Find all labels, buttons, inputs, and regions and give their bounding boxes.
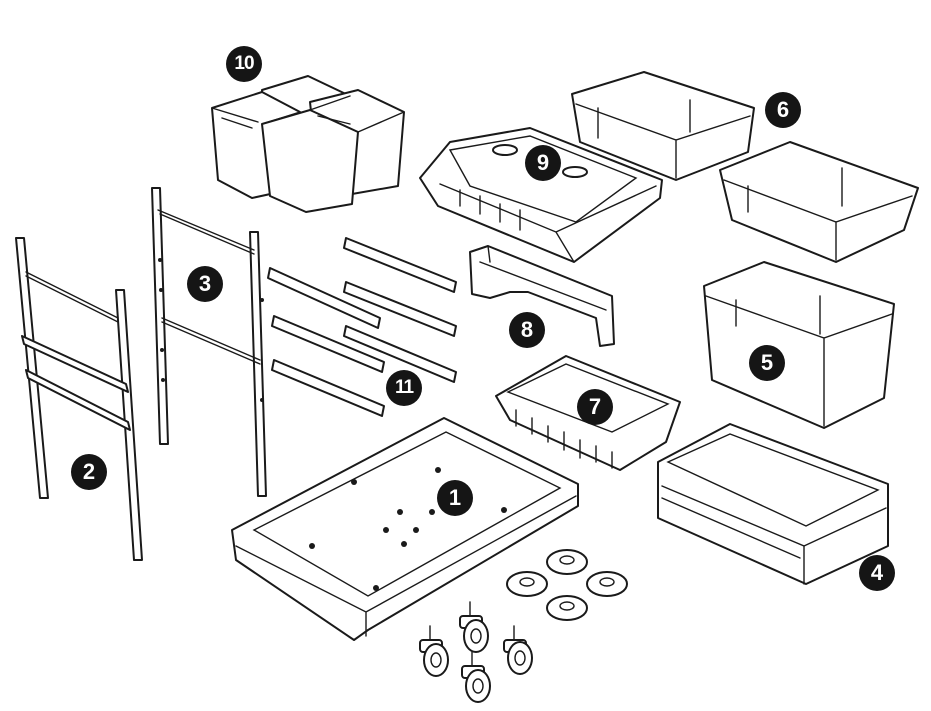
large-side-frame-drawing [151,187,267,497]
drawer-bracket-drawing [469,245,615,347]
part-7-badge: 7 [577,389,613,425]
part-10-badge: 10 [226,46,262,82]
shallow-bins-drawing [571,71,919,263]
part-2-badge: 2 [71,454,107,490]
top-tray-drawing [419,127,663,263]
part-1-badge: 1 [437,480,473,516]
deep-bin-drawing [703,261,895,429]
part-11-badge: 11 [386,370,422,406]
part-8-badge: 8 [509,312,545,348]
part-9-badge: 9 [525,145,561,181]
cup-bins-drawing [211,75,405,213]
part-6-badge: 6 [765,92,801,128]
rails-drawing [267,237,457,417]
part-5-badge: 5 [749,345,785,381]
base-tray-drawing [231,417,579,641]
foot-pads-icon [506,549,628,621]
caster-wheels-icon [419,601,533,703]
part-4-badge: 4 [859,555,895,591]
small-side-frame-drawing [15,237,143,561]
part-3-badge: 3 [187,266,223,302]
drawer-drawing [657,423,889,585]
